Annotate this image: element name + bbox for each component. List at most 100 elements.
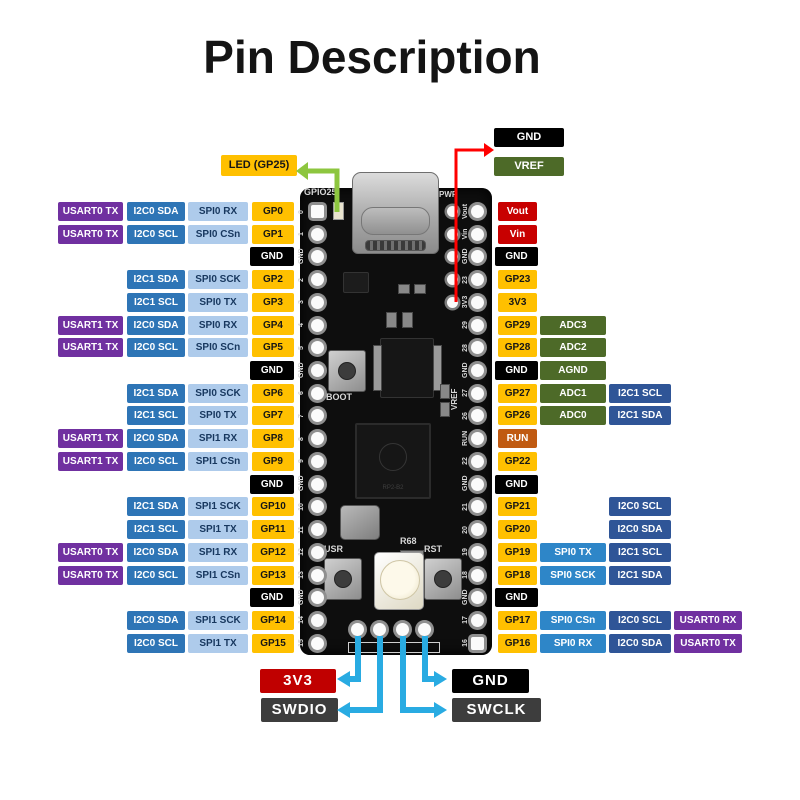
func-label-i2c: I2C1 SDA <box>127 383 185 403</box>
silk-pin-number: 9 <box>298 459 305 464</box>
green-arrowhead-icon <box>296 162 308 180</box>
flash-chip <box>373 338 442 398</box>
pin-label-gp14: GP14 <box>252 610 294 630</box>
through-hole-right <box>471 432 484 446</box>
func-label-i2c: I2C1 SCL <box>127 292 185 312</box>
transistor-component <box>343 272 369 293</box>
pin-label-gp0: GP0 <box>252 202 294 221</box>
through-hole-left <box>311 273 324 287</box>
through-hole-inner <box>447 206 458 217</box>
through-hole-left <box>311 318 324 332</box>
cyan-arrowhead-icon <box>337 671 350 687</box>
silk-pin-number: Vout <box>462 203 469 219</box>
pin-label-gp18: GP18 <box>498 565 537 585</box>
silk-pin-number: 17 <box>462 616 469 625</box>
usr-button-plunger <box>334 570 352 588</box>
func-label-spi: SPI0 CSn <box>540 610 606 630</box>
func-label-spi: SPI0 TX <box>188 292 248 312</box>
pin-label-vout: Vout <box>498 202 537 221</box>
func-label-i2c: I2C1 SDA <box>127 497 185 517</box>
through-hole-left <box>311 409 324 423</box>
pin-label-gp2: GP2 <box>252 270 294 290</box>
func-label-i2c: I2C0 SCL <box>127 338 185 358</box>
gp25-led <box>333 202 344 220</box>
through-hole-right <box>471 364 484 378</box>
func-label-adc: AGND <box>540 361 606 381</box>
through-hole-right <box>471 568 484 582</box>
func-label-usart: USART0 TX <box>58 542 123 562</box>
crystal-oscillator <box>340 505 380 540</box>
pin-label-gnd: GND <box>250 247 294 267</box>
callout-gnd-top: GND <box>494 128 564 147</box>
through-hole-right <box>471 613 484 627</box>
silk-pin-number: 3 <box>298 300 305 305</box>
cyan-arrowhead-icon <box>434 702 447 718</box>
func-label-adc: ADC0 <box>540 406 606 426</box>
func-label-i2c: I2C1 SCL <box>609 542 671 562</box>
silk-pin-number: 29 <box>462 321 469 329</box>
func-label-i2c: I2C0 SDA <box>127 542 185 562</box>
pin-label-gp16: GP16 <box>498 633 537 653</box>
silk-pin-number: 0 <box>298 209 305 214</box>
func-label-spi: SPI0 CSn <box>188 224 248 244</box>
through-hole-left <box>311 227 324 241</box>
silk-pin-number: RUN <box>462 430 469 446</box>
pin-label-gp4: GP4 <box>252 315 294 335</box>
pin-label-gnd: GND <box>495 247 538 267</box>
callout-vref-top: VREF <box>494 157 564 176</box>
silk-pin-number: 1 <box>298 232 305 237</box>
func-label-spi: SPI1 TX <box>188 633 248 653</box>
pin-label-gp19: GP19 <box>498 542 537 562</box>
silk-usr: USR <box>324 544 344 554</box>
through-hole-right <box>471 500 484 514</box>
callout-led-gp25: LED (GP25) <box>221 155 297 176</box>
rgb-led <box>374 552 424 610</box>
func-label-spi: SPI0 SCn <box>188 338 248 358</box>
func-label-i2c: I2C0 SDA <box>127 202 185 221</box>
through-hole-left <box>311 341 324 355</box>
func-label-i2c: I2C0 SCL <box>127 451 185 471</box>
silk-pin-number: 15 <box>298 639 305 648</box>
raspberry-logo <box>379 443 407 471</box>
chip-marking: RP2-B2 <box>382 485 404 491</box>
smd-component <box>386 312 397 328</box>
through-hole-left <box>311 477 324 491</box>
func-label-i2c: I2C0 SCL <box>609 497 671 517</box>
through-hole-left <box>311 432 324 446</box>
silk-pin-number: GND <box>462 475 469 492</box>
pin-label-gp21: GP21 <box>498 497 537 517</box>
silk-gpio25: GPIO25 <box>304 187 337 197</box>
func-label-spi: SPI0 RX <box>188 315 248 335</box>
silk-pin-number: 16 <box>462 639 469 648</box>
usr-button <box>324 558 362 600</box>
pin-label-gp8: GP8 <box>252 429 294 449</box>
pin-label-gp13: GP13 <box>252 565 294 585</box>
through-hole-left <box>311 205 324 218</box>
pin-label-gp20: GP20 <box>498 520 537 540</box>
through-hole-right <box>471 454 484 468</box>
pin-label-gp26: GP26 <box>498 406 537 426</box>
smd-component <box>433 345 442 391</box>
pin-label-gp23: GP23 <box>498 270 537 290</box>
pin-label-gnd: GND <box>495 361 538 381</box>
rst-button <box>424 558 462 600</box>
pin-label-gp7: GP7 <box>252 406 294 426</box>
func-label-i2c: I2C0 SDA <box>127 610 185 630</box>
func-label-spi: SPI1 SCK <box>188 610 248 630</box>
func-label-usart: USART1 TX <box>58 429 123 449</box>
pin-label-gp22: GP22 <box>498 451 537 471</box>
debug-pad <box>396 623 409 636</box>
debug-pad <box>351 623 364 636</box>
pin-label-3v3: 3V3 <box>498 292 537 312</box>
silk-pin-number: 19 <box>462 548 469 557</box>
smd-component <box>440 402 450 417</box>
func-label-i2c: I2C1 SDA <box>609 565 671 585</box>
silk-pin-number: 3V3 <box>462 296 469 309</box>
usb-slot <box>365 240 426 251</box>
page-title: Pin Description <box>203 31 541 83</box>
func-label-usart: USART0 TX <box>58 224 123 244</box>
func-label-spi: SPI1 CSn <box>188 451 248 471</box>
func-label-usart: USART0 TX <box>58 202 123 221</box>
func-label-spi: SPI0 TX <box>540 542 606 562</box>
